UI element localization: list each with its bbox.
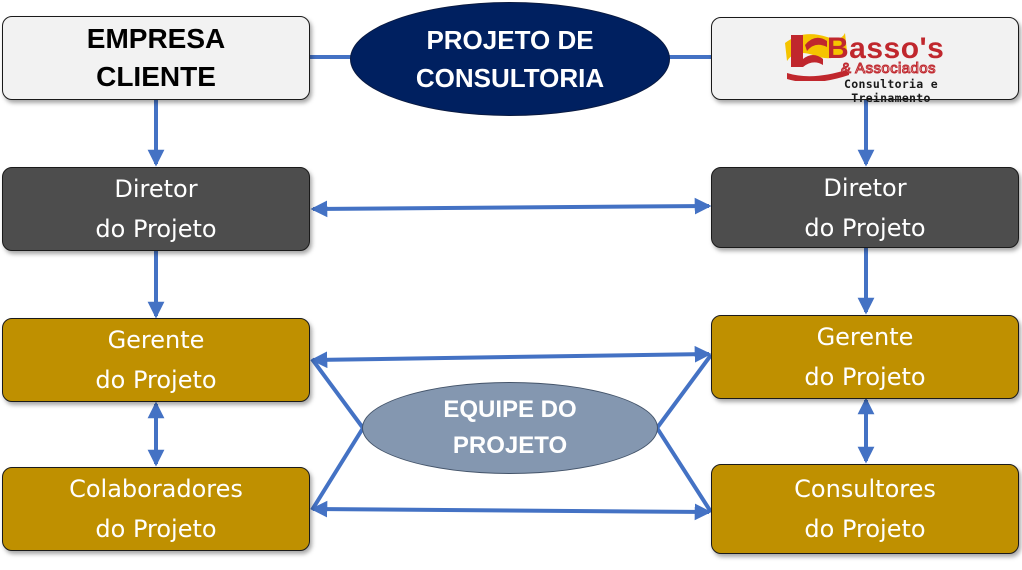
left-director-line2: do Projeto: [95, 215, 217, 243]
managers-link-arrow: [310, 345, 712, 369]
right-manager-line2: do Projeto: [804, 363, 926, 391]
right-director-line2: do Projeto: [804, 213, 926, 242]
team-to-left-boxes-line: [310, 357, 366, 512]
right-project-manager-box: Gerente do Projeto: [711, 315, 1019, 399]
left-collaborators-line1: Colaboradores: [69, 475, 243, 503]
team-to-right-boxes-line: [654, 353, 713, 514]
consulting-project-line1: PROJETO DE: [426, 25, 594, 55]
right-director-line1: Diretor: [823, 173, 907, 202]
project-team-line2: PROJETO: [452, 432, 568, 459]
right-manager-line1: Gerente: [816, 323, 914, 351]
left-project-director-box: Diretor do Projeto: [2, 167, 310, 251]
logo-name-text: Basso's: [827, 31, 945, 65]
left-director-line1: Diretor: [114, 175, 198, 203]
right-project-director-box: Diretor do Projeto: [711, 167, 1019, 248]
right-consultants-line2: do Projeto: [804, 515, 926, 543]
bassos-logo: Basso's & Associados Consultoria e Trein…: [755, 27, 975, 105]
project-team-line1: EQUIPE DO: [443, 396, 577, 423]
left-manager-line1: Gerente: [107, 326, 205, 354]
client-company-line1: EMPRESA: [86, 23, 226, 54]
right-consultants-box: Consultores do Projeto: [711, 464, 1019, 554]
bassos-logo-mark-icon: [785, 32, 849, 81]
left-manager-line2: do Projeto: [95, 366, 217, 394]
team-link-arrow: [310, 500, 712, 521]
client-company-line2: CLIENTE: [96, 61, 216, 92]
left-collaborators-box: Colaboradores do Projeto: [2, 467, 310, 551]
project-team-ellipse: EQUIPE DO PROJETO: [362, 382, 658, 474]
consulting-project-line2: CONSULTORIA: [415, 63, 605, 93]
logo-tagline-text: Consultoria e Treinamento: [844, 76, 938, 105]
right-consultants-line1: Consultores: [794, 475, 936, 503]
client-company-box: EMPRESA CLIENTE: [2, 16, 310, 100]
left-project-manager-box: Gerente do Projeto: [2, 318, 310, 402]
left-collaborators-line2: do Projeto: [95, 515, 217, 543]
consulting-firm-logo-box: Basso's & Associados Consultoria e Trein…: [711, 17, 1019, 105]
logo-associates-text: & Associados: [841, 59, 936, 77]
consulting-project-ellipse: PROJETO DE CONSULTORIA: [350, 2, 670, 116]
directors-link-arrow: [310, 197, 712, 218]
